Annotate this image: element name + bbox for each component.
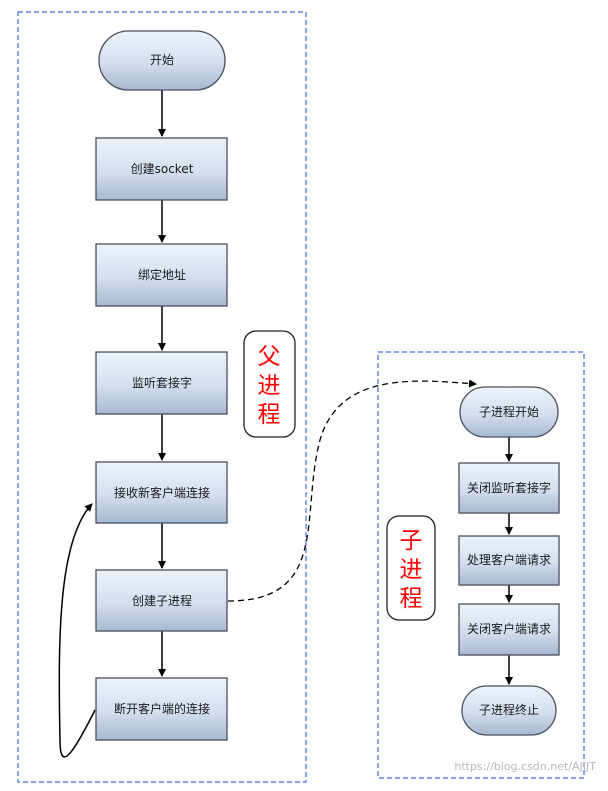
node-close-client-request-label: 关闭客户端请求 (467, 621, 551, 636)
child-label-box (386, 515, 436, 621)
parent-label-char-3: 程 (258, 402, 281, 428)
child-label-char-1: 子 (400, 528, 423, 554)
node-fork-child-label: 创建子进程 (132, 593, 192, 608)
node-child-start-label: 子进程开始 (479, 404, 539, 419)
arrow-fork-to-child-start (227, 379, 477, 602)
node-create-socket: 创建socket (95, 137, 228, 201)
node-create-socket-label: 创建socket (131, 162, 194, 176)
watermark: https://blog.csdn.net/AJIJT (454, 760, 596, 773)
node-handle-request-label: 处理客户端请求 (467, 552, 551, 567)
node-start: 开始 (98, 30, 226, 91)
parent-label-char-2: 进 (258, 373, 281, 399)
arrow-disconnect-loop-to-accept (58, 503, 96, 758)
node-child-end-label: 子进程终止 (479, 702, 539, 717)
node-disconnect-client: 断开客户端的连接 (95, 677, 228, 741)
node-handle-request: 处理客户端请求 (458, 535, 560, 586)
child-process-frame (377, 351, 585, 779)
node-close-listen-socket-label: 关闭监听套接字 (467, 480, 551, 495)
node-listen-socket: 监听套接字 (95, 351, 228, 415)
parent-label-char-1: 父 (258, 344, 281, 370)
node-disconnect-client-label: 断开客户端的连接 (114, 701, 210, 716)
node-child-start: 子进程开始 (459, 386, 559, 438)
node-listen-socket-label: 监听套接字 (132, 375, 192, 390)
node-accept-client-label: 接收新客户端连接 (114, 485, 210, 500)
child-label-char-2: 进 (400, 557, 423, 583)
node-child-end: 子进程终止 (461, 685, 557, 736)
parent-label-box (243, 330, 296, 438)
node-bind-address: 绑定地址 (95, 243, 228, 307)
node-fork-child: 创建子进程 (95, 569, 228, 632)
child-label-char-3: 程 (400, 586, 423, 612)
node-accept-client: 接收新客户端连接 (95, 461, 228, 524)
parent-process-frame (17, 11, 307, 783)
node-start-label: 开始 (150, 53, 174, 67)
node-bind-address-label: 绑定地址 (138, 267, 186, 282)
node-close-client-request: 关闭客户端请求 (458, 603, 560, 656)
node-close-listen-socket: 关闭监听套接字 (458, 462, 560, 514)
